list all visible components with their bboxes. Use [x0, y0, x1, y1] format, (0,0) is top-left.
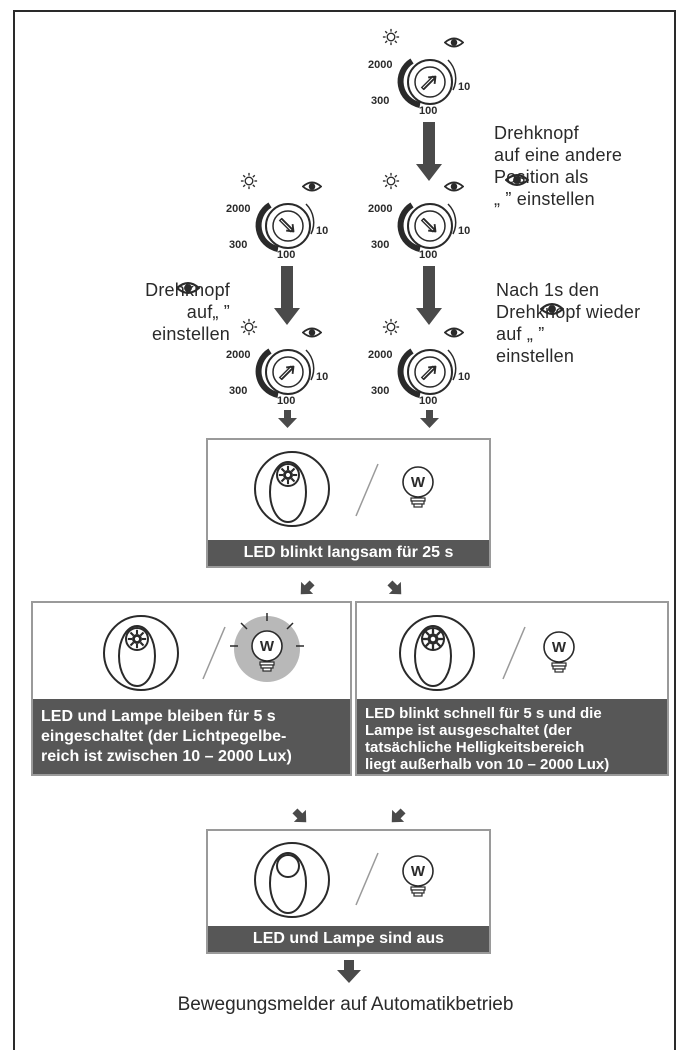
arrow-down-right-icon [292, 808, 307, 823]
arrow-down-icon [420, 410, 439, 428]
lamp-on-icon: W [230, 613, 304, 682]
arrow-down-icon [416, 266, 442, 325]
dial-label-2000: 2000 [368, 59, 392, 71]
footer-caption: Bewegungsmelder auf Automatikbetrieb [177, 994, 514, 1015]
dial-label-10: 10 [458, 371, 470, 383]
dial-label-10: 10 [316, 225, 328, 237]
state-caption: LED blinkt langsam für 25 s [208, 540, 489, 566]
sensor-icon [254, 451, 330, 527]
dial-knob-eye-top: 2000 300 100 10 [368, 28, 470, 117]
label-after-1s: Nach 1s den Drehknopf wieder auf „ ” ein… [496, 257, 666, 367]
lamp-letter: W [411, 474, 426, 491]
state-box-lamp-on: W LED und Lampe bleiben für 5 s eingesch… [31, 601, 352, 776]
dial-knob-right-1: 2000 300 100 10 [368, 172, 470, 261]
dial-label-2000: 2000 [226, 349, 250, 361]
state-caption: LED blinkt schnell für 5 s und die Lampe… [357, 699, 667, 774]
divider-slash [355, 463, 379, 517]
dial-knob-left-1: 2000 300 100 10 [226, 172, 328, 261]
dial-label-300: 300 [371, 239, 389, 251]
arrow-down-icon [274, 266, 300, 325]
dial-knob-right-2: 2000 300 100 10 [368, 318, 470, 407]
label-set-other-position: Drehknopf auf eine andere Position als „… [494, 100, 664, 210]
dial-label-100: 100 [419, 105, 437, 117]
dial-label-300: 300 [371, 95, 389, 107]
dial-label-2000: 2000 [368, 203, 392, 215]
dial-label-2000: 2000 [226, 203, 250, 215]
lamp-letter: W [411, 863, 426, 880]
state-box-led-fast: W LED blinkt schnell für 5 s und die Lam… [355, 601, 669, 776]
lamp-off-icon: W [402, 855, 434, 897]
dial-knob-left-2: 2000 300 100 10 [226, 318, 328, 407]
diagram-frame [13, 10, 676, 1050]
arrow-down-icon [337, 960, 361, 983]
arrow-down-left-icon [300, 580, 315, 595]
lamp-off-icon: W [543, 631, 575, 673]
label-set-eye: Drehknopf auf„ ” einstellen [110, 257, 230, 345]
divider-slash [502, 626, 526, 680]
dial-label-100: 100 [419, 395, 437, 407]
dial-label-10: 10 [458, 81, 470, 93]
label-after-1s-text: Nach 1s den Drehknopf wieder auf „ ” ein… [496, 280, 641, 366]
dial-label-300: 300 [229, 239, 247, 251]
arrow-down-right-icon [387, 580, 402, 595]
eye-icon [540, 302, 564, 316]
dial-label-100: 100 [277, 249, 295, 261]
arrow-down-icon [416, 122, 442, 181]
lamp-letter: W [260, 638, 275, 655]
dial-label-2000: 2000 [368, 349, 392, 361]
state-box-led-slow: W LED blinkt langsam für 25 s [206, 438, 491, 568]
divider-slash [355, 852, 379, 906]
dial-label-300: 300 [371, 385, 389, 397]
flow-arrows [274, 122, 442, 983]
state-caption: LED und Lampe bleiben für 5 s eingeschal… [33, 699, 350, 774]
sensor-icon [254, 842, 330, 918]
label-set-other-position-text: Drehknopf auf eine andere Position als „… [494, 123, 623, 209]
state-caption: LED und Lampe sind aus [208, 926, 489, 952]
arrow-down-icon [278, 410, 297, 428]
dial-label-100: 100 [277, 395, 295, 407]
dial-label-100: 100 [419, 249, 437, 261]
divider-slash [202, 626, 226, 680]
arrow-down-left-icon [391, 808, 406, 823]
lamp-letter: W [552, 639, 567, 656]
sensor-icon [103, 615, 179, 691]
sensor-icon [399, 615, 475, 691]
eye-icon [505, 173, 529, 187]
dial-label-10: 10 [458, 225, 470, 237]
dial-label-300: 300 [229, 385, 247, 397]
dial-label-10: 10 [316, 371, 328, 383]
eye-icon [176, 281, 200, 295]
state-box-all-off: W LED und Lampe sind aus [206, 829, 491, 954]
lamp-off-icon: W [402, 466, 434, 508]
